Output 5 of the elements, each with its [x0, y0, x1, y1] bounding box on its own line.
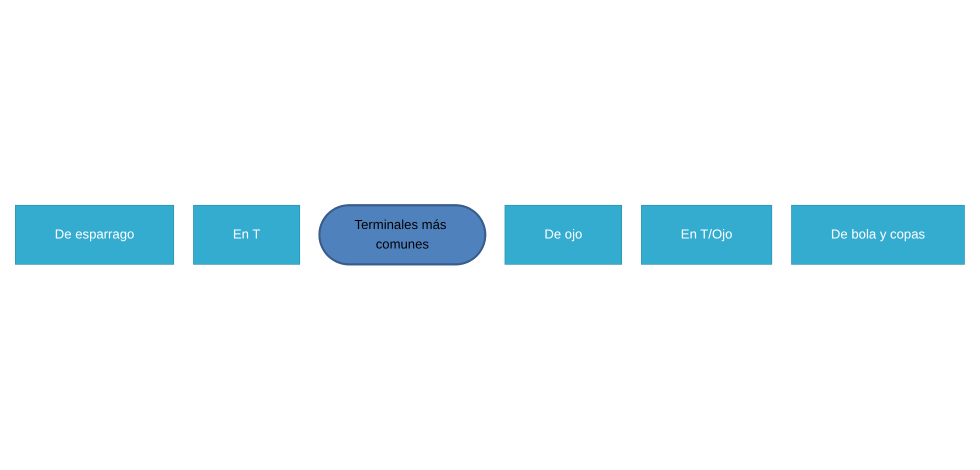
node-box: De esparrago — [15, 205, 174, 265]
node-box: En T/Ojo — [641, 205, 772, 265]
node-box: De bola y copas — [791, 205, 965, 265]
node-box: En T — [193, 205, 300, 265]
node-box: De ojo — [504, 205, 622, 265]
